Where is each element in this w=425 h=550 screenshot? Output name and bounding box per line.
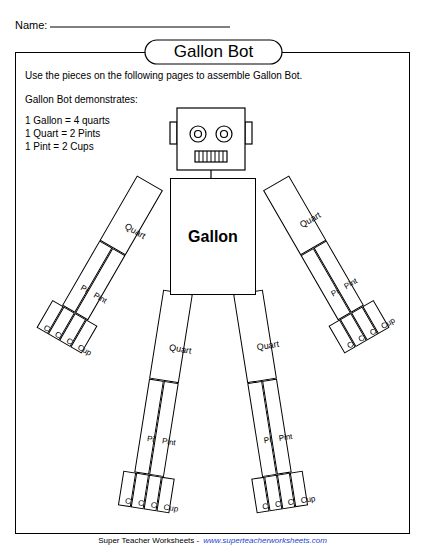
piece-label: Pint xyxy=(92,290,108,305)
piece-label: Quart xyxy=(123,221,147,241)
instruction-text: 1 Pint = 2 Cups xyxy=(25,141,94,153)
piece-label: Gallon xyxy=(188,228,238,246)
worksheet-title: Gallon Bot xyxy=(145,42,282,62)
piece-label: Pint xyxy=(342,276,358,291)
footer-link: www.superteacherworksheets.com xyxy=(203,536,327,546)
title-pill xyxy=(145,40,282,64)
instruction-text: Super Teacher Worksheets - xyxy=(98,536,199,546)
piece-label: Pint xyxy=(161,436,176,447)
quart-piece: Quart xyxy=(263,176,326,256)
quart-piece: Quart xyxy=(149,290,193,384)
piece-label: Pint xyxy=(278,431,293,442)
instruction-text: 1 Quart = 2 Pints xyxy=(25,128,100,140)
gallon-body: Gallon xyxy=(170,178,256,295)
robot-head xyxy=(170,108,252,178)
piece-label: Quart xyxy=(298,209,322,229)
piece-label: Cup xyxy=(300,494,316,505)
instruction-text: 1 Gallon = 4 quarts xyxy=(25,115,110,127)
quart-piece: Quart xyxy=(233,290,277,384)
instruction-text: Use the pieces on the following pages to… xyxy=(25,70,302,82)
robot-limb: QuartPintPintCupCupCupCup xyxy=(36,170,172,354)
instruction-text: Gallon Bot demonstrates: xyxy=(25,94,138,106)
robot-limb: QuartPintPintCupCupCupCup xyxy=(253,170,389,354)
piece-label: Quart xyxy=(168,342,192,355)
name-label: Name: xyxy=(15,19,47,32)
name-line xyxy=(50,27,230,28)
piece-label: Cup xyxy=(379,316,396,331)
panel-border xyxy=(16,53,410,534)
robot-limb: QuartPintPintCupCupCupCup xyxy=(222,288,308,513)
robot-limb: QuartPintPintCupCupCupCup xyxy=(118,288,204,513)
piece-label: Cup xyxy=(163,502,179,513)
piece-label: Quart xyxy=(256,339,280,352)
quart-piece: Quart xyxy=(100,176,163,256)
piece-label: Cup xyxy=(76,343,93,358)
